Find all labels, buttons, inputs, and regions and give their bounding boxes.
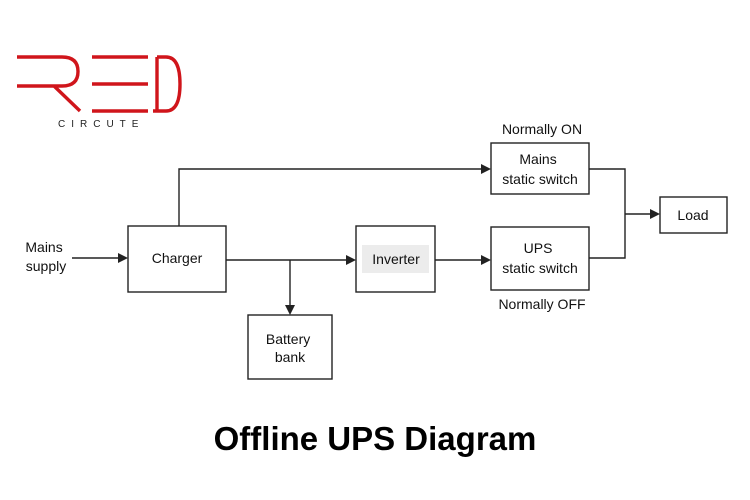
mains-static-switch-label: Mains static switch <box>502 151 577 187</box>
charger-block: Charger <box>127 225 227 293</box>
arrowhead-inverter-in <box>346 255 356 265</box>
ups-static-switch-block: UPS static switch Normally OFF <box>490 226 590 312</box>
red-circute-logo: CIRCUTE <box>17 55 182 130</box>
mains-static-switch-block: Normally ON Mains static switch <box>490 121 590 195</box>
arrowhead-load-in <box>650 209 660 219</box>
wire-mains-switch-out <box>589 168 626 215</box>
logo-subtext: CIRCUTE <box>58 119 144 130</box>
mains-supply-label: Mains supply <box>25 239 66 274</box>
wire-charger-to-mains-switch <box>178 168 482 226</box>
wire-ups-switch-out <box>589 215 626 259</box>
normally-off-label: Normally OFF <box>498 296 585 312</box>
arrowhead-battery-in <box>285 305 295 315</box>
load-block: Load <box>659 196 728 234</box>
charger-label: Charger <box>152 250 203 266</box>
ups-static-switch-label: UPS static switch <box>502 240 577 276</box>
normally-on-label: Normally ON <box>502 121 582 137</box>
arrowhead-mains-switch-in <box>481 164 491 174</box>
arrowhead-charger-in <box>118 253 128 263</box>
logo-wordmark <box>17 55 182 113</box>
connection-wires <box>72 164 660 315</box>
load-label: Load <box>677 207 708 223</box>
inverter-block: Inverter <box>355 225 436 293</box>
arrowhead-ups-switch-in <box>481 255 491 265</box>
battery-bank-block: Battery bank <box>247 314 333 380</box>
diagram-title: Offline UPS Diagram <box>213 420 537 457</box>
battery-bank-label: Battery bank <box>266 331 314 365</box>
inverter-label: Inverter <box>372 251 420 267</box>
